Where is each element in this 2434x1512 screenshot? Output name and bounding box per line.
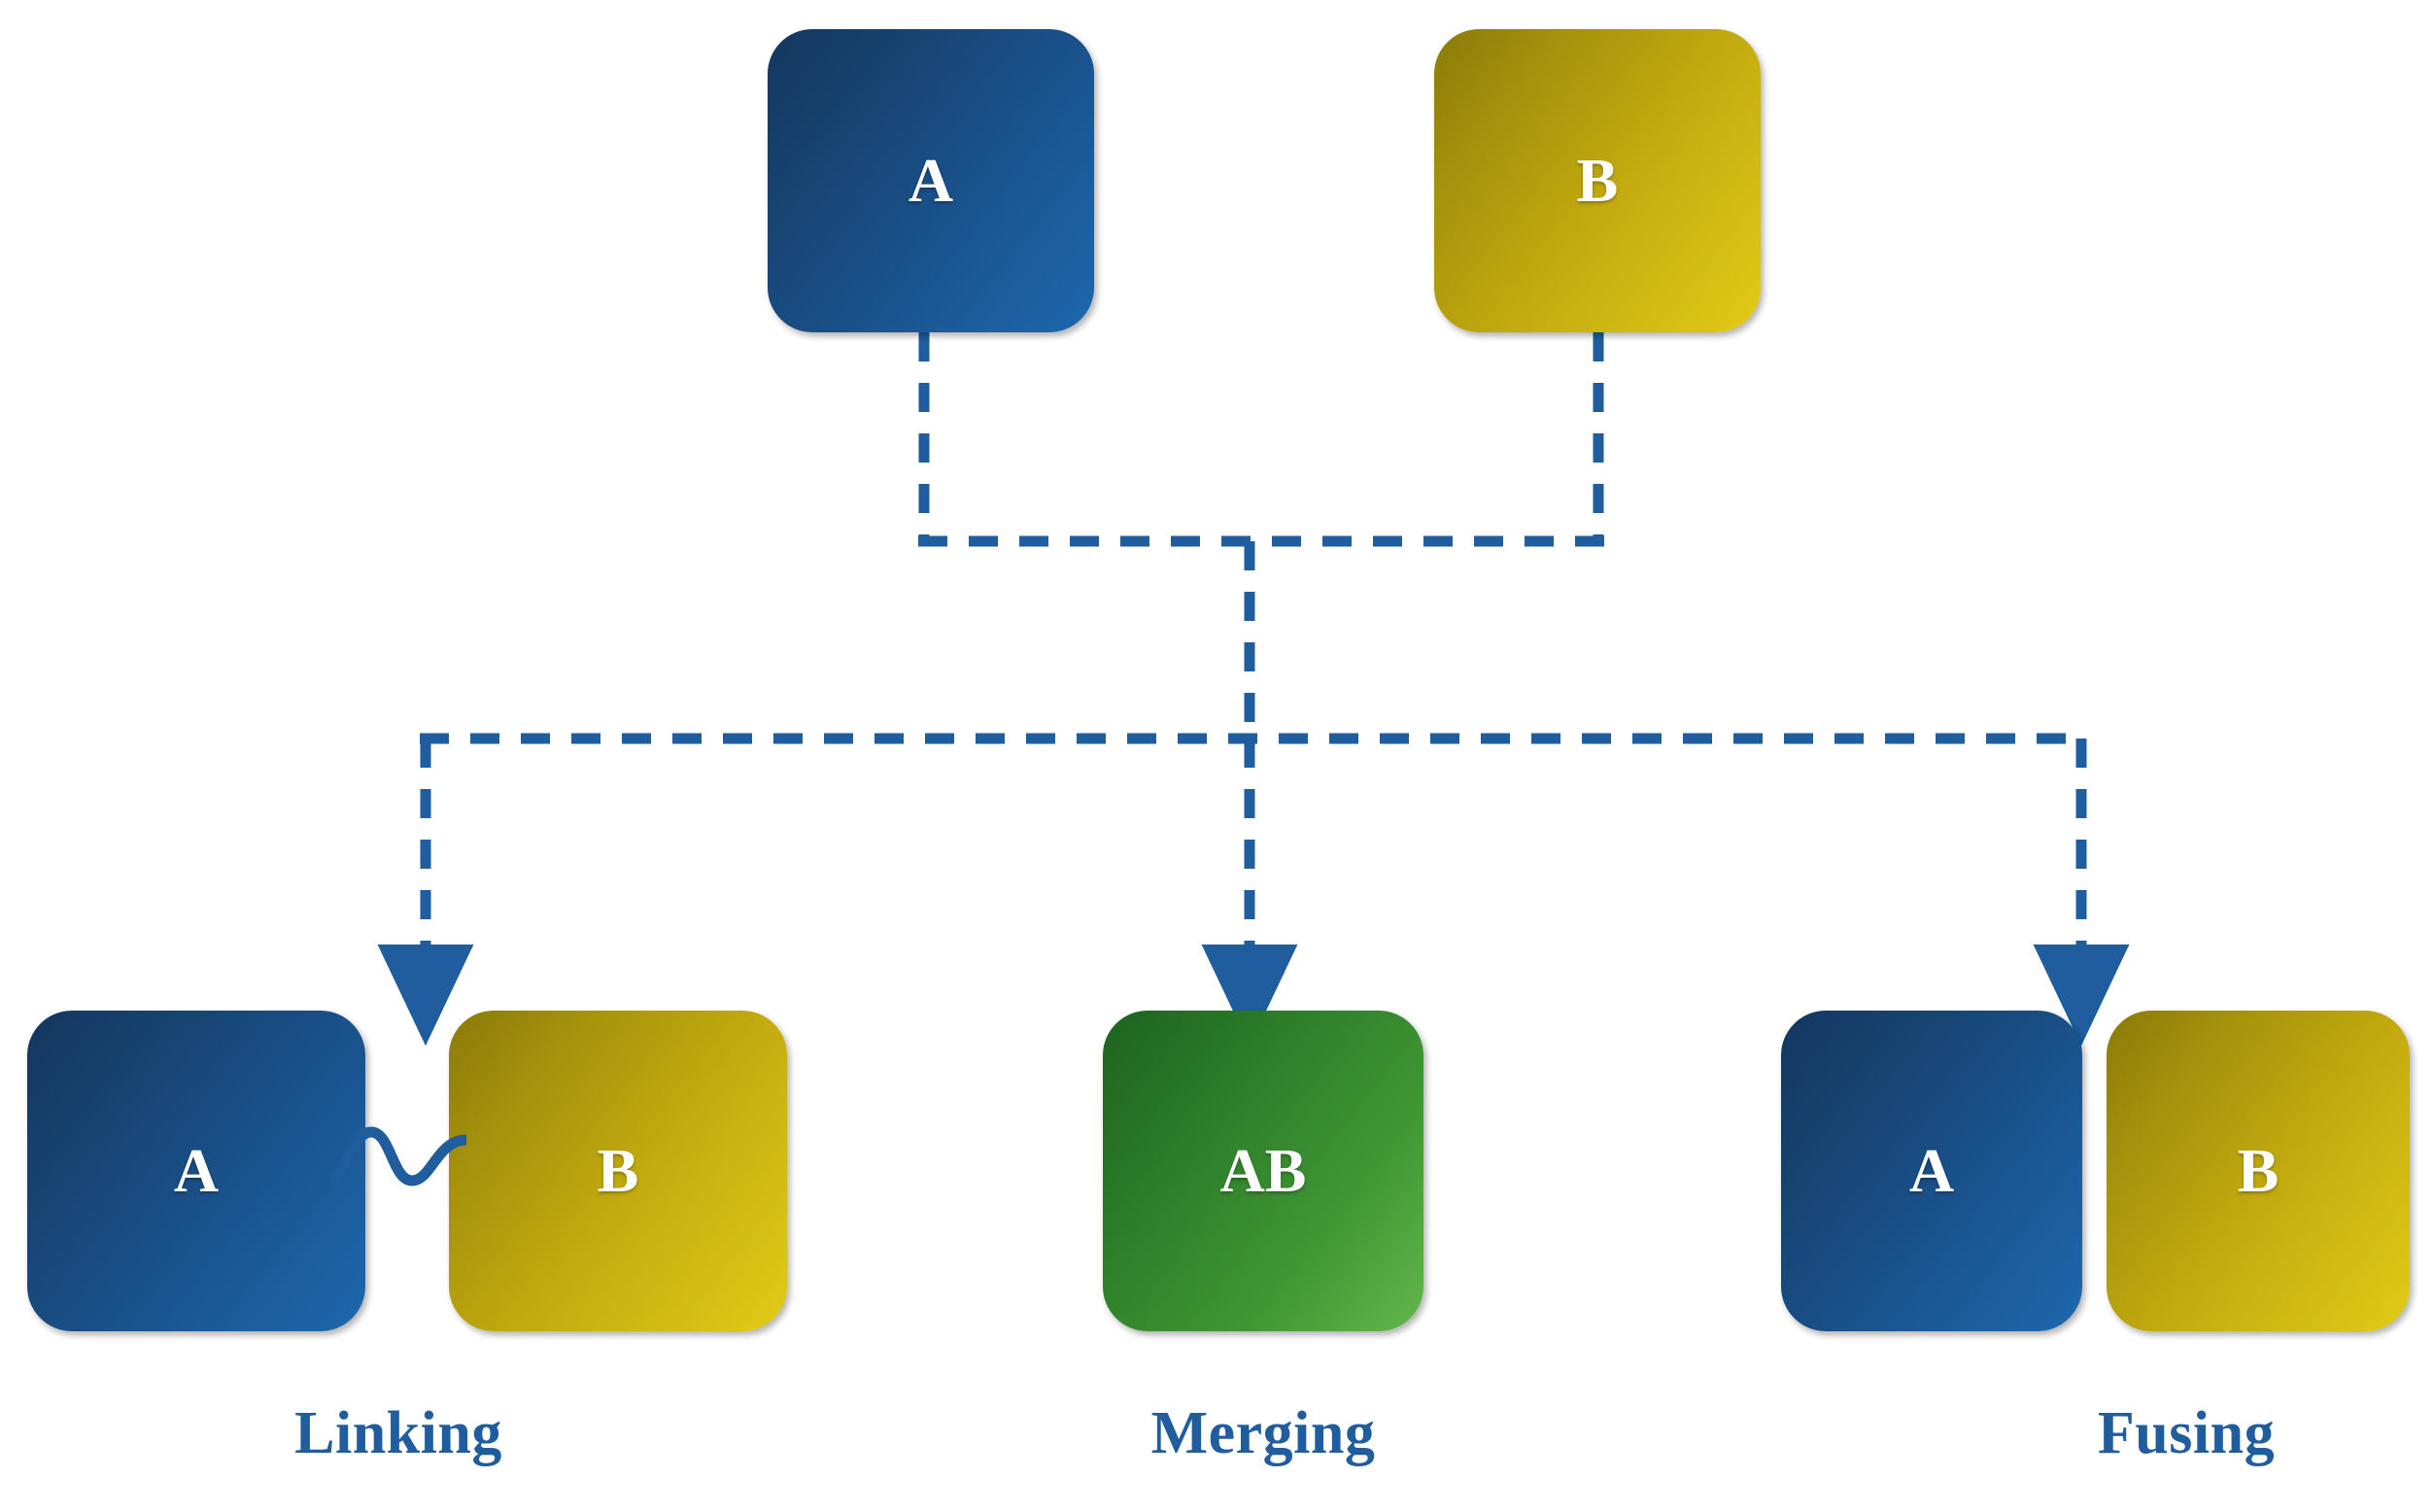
- linking-box-b-label: B: [597, 1136, 639, 1205]
- input-node-b[interactable]: B: [1434, 29, 1761, 332]
- input-node-b-label: B: [1576, 146, 1619, 215]
- merging-box-ab[interactable]: AB: [1103, 1011, 1423, 1331]
- linking-box-a-label: A: [173, 1136, 220, 1205]
- linking-box-b[interactable]: B: [449, 1011, 787, 1331]
- fusing-box-a[interactable]: A: [1781, 1011, 2082, 1331]
- fusing-box-b[interactable]: B: [2107, 1011, 2410, 1331]
- fusing-box-b-label: B: [2237, 1136, 2280, 1205]
- caption-linking: Linking: [294, 1400, 502, 1466]
- caption-merging: Merging: [1150, 1400, 1376, 1466]
- input-node-a-label: A: [908, 146, 954, 215]
- merging-box-ab-label: AB: [1219, 1136, 1307, 1205]
- sine-wave-icon: [330, 1126, 466, 1186]
- caption-fusing: Fusing: [2097, 1400, 2276, 1466]
- fusing-box-a-label: A: [1908, 1136, 1955, 1205]
- linking-box-a[interactable]: A: [27, 1011, 365, 1331]
- input-node-a[interactable]: A: [768, 29, 1094, 332]
